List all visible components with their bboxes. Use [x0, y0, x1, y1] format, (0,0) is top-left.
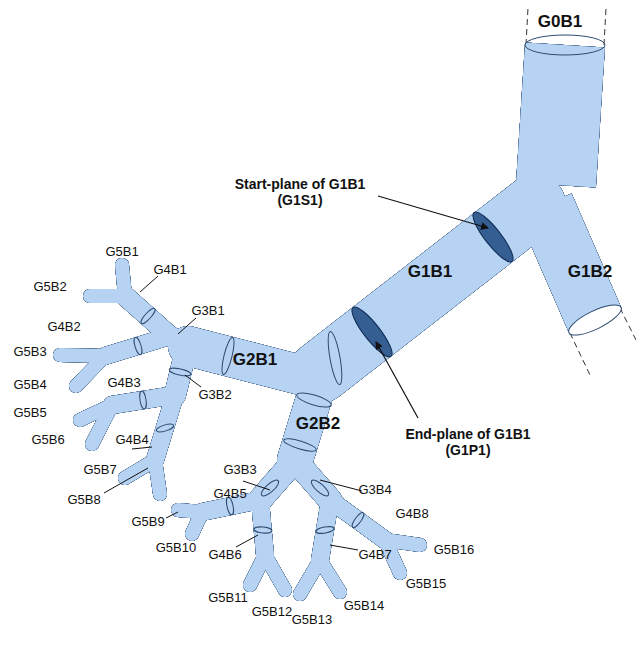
branch-label: G5B1: [105, 245, 138, 260]
branch-label: G2B2: [296, 414, 340, 434]
branch-label: G5B9: [131, 515, 164, 530]
branch-label: G3B1: [191, 304, 224, 319]
branch-label: G4B4: [115, 433, 148, 448]
branch-label: G5B10: [156, 541, 196, 556]
branch-label: G4B3: [107, 376, 140, 391]
section-rings: [132, 35, 625, 535]
branch-label: G4B6: [208, 548, 241, 563]
branch-label: G5B7: [83, 463, 116, 478]
section-planes: [347, 208, 519, 362]
plane-note: End-plane of G1B1 (G1P1): [391, 426, 546, 458]
branch-label: G5B2: [33, 280, 66, 295]
branch-label: G2B1: [233, 350, 277, 370]
branch-label: G5B4: [13, 378, 46, 393]
branch-label: G4B8: [395, 507, 428, 522]
leader-line: [378, 196, 488, 228]
plane-note: Start-plane of G1B1 (G1S1): [223, 176, 378, 208]
airway-tubes: [60, 45, 595, 594]
branch-label: G5B14: [344, 599, 384, 614]
branch-label: G1B1: [408, 262, 452, 282]
leader-lines: [104, 276, 362, 550]
branch-label: G1B2: [568, 262, 612, 282]
branch-label: G0B1: [538, 12, 582, 32]
branch-label: G4B7: [358, 548, 391, 563]
branch-label: G3B2: [198, 388, 231, 403]
branch-label: G5B12: [252, 605, 292, 620]
branch-label: G4B5: [213, 487, 246, 502]
branch-label: G5B11: [208, 591, 248, 606]
branch-label: G5B6: [31, 433, 64, 448]
branch-label: G4B2: [47, 320, 80, 335]
leader-line: [376, 342, 418, 418]
branch-label: G5B16: [434, 543, 474, 558]
branch-label: G3B3: [223, 463, 256, 478]
branch-label: G5B5: [13, 406, 46, 421]
branch-label: G4B1: [153, 263, 186, 278]
branch-label: G5B8: [67, 493, 100, 508]
branch-label: G5B13: [292, 613, 332, 628]
branch-label: G5B3: [13, 345, 46, 360]
branch-label: G3B4: [358, 483, 391, 498]
branch-label: G5B15: [406, 577, 446, 592]
